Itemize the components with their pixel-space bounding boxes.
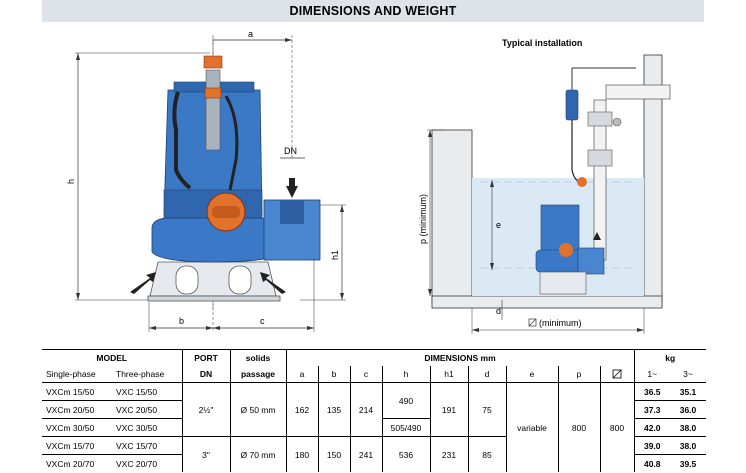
header-three-phase: Three-phase xyxy=(116,369,165,379)
cell-kg3: 36.0 xyxy=(679,404,697,415)
cell-three: VXC 30/50 xyxy=(116,422,158,433)
cell-b: 135 xyxy=(317,382,350,437)
dimensions-table: MODEL PORT solids DIMENSIONS mm kg Singl… xyxy=(42,349,706,472)
header-dn: DN xyxy=(181,366,230,383)
cell-a: 180 xyxy=(285,436,318,472)
cell-a: 162 xyxy=(285,382,318,437)
cell-kg1: 37.3 xyxy=(633,400,670,419)
cell-h1: 191 xyxy=(429,382,468,437)
header-p: p xyxy=(557,366,600,383)
cell-port: 3" xyxy=(181,436,230,472)
cell-b: 150 xyxy=(317,436,350,472)
dim-a-label: a xyxy=(248,29,253,39)
dim-p-label: p (minimum) xyxy=(418,194,428,244)
header-model: MODEL xyxy=(96,353,128,363)
installation-drawing: Typical installation p (minimum) xyxy=(418,38,671,334)
dim-e-label: e xyxy=(496,220,501,230)
cell-single: VXCm 15/50 xyxy=(46,386,95,397)
cell-single: VXCm 20/50 xyxy=(46,404,95,415)
header-port: PORT xyxy=(181,349,230,366)
square-icon xyxy=(528,318,537,327)
cell-h: 490 xyxy=(381,382,430,419)
cell-three: VXC 20/50 xyxy=(116,404,158,415)
cell-single: VXCm 15/70 xyxy=(46,440,95,451)
dim-dn-label: DN xyxy=(284,146,297,156)
cell-kg1: 40.8 xyxy=(633,454,670,472)
installation-title: Typical installation xyxy=(502,38,582,48)
pump-drawing: h a DN h1 b c xyxy=(66,29,346,332)
header-w1: 1~ xyxy=(633,366,670,383)
header-a: a xyxy=(285,366,318,383)
cell-three: VXC 20/70 xyxy=(116,458,158,469)
cell-h: 536 xyxy=(381,436,430,472)
section-title: DIMENSIONS AND WEIGHT xyxy=(289,4,457,18)
dim-h-label: h xyxy=(66,179,76,184)
cell-h: 505/490 xyxy=(381,418,430,437)
table-row: VXCm 15/50 VXC 15/50 2½" Ø 50 mm 162 135… xyxy=(42,382,706,472)
header-passage: passage xyxy=(229,366,286,383)
cell-h1: 231 xyxy=(429,436,468,472)
table-row: VXCm 20/70 VXC 20/70 40.8 39.5 xyxy=(42,454,706,472)
cell-p: 800 xyxy=(557,382,600,472)
cell-kg3: 35.1 xyxy=(679,386,697,397)
cell-kg1: 36.5 xyxy=(633,382,670,401)
cell-three: VXC 15/70 xyxy=(116,440,158,451)
cell-kg3: 38.0 xyxy=(679,422,697,433)
cell-kg1: 42.0 xyxy=(633,418,670,437)
cell-solids: Ø 50 mm xyxy=(229,382,286,437)
cell-single: VXCm 30/50 xyxy=(46,422,95,433)
cell-c: 214 xyxy=(349,382,382,437)
cell-e: variable xyxy=(505,382,558,472)
dim-c-label: c xyxy=(260,316,265,326)
cell-min: 800 xyxy=(599,382,634,472)
header-w3: 3~ xyxy=(683,369,693,379)
dim-min-label: (minimum) xyxy=(539,318,582,328)
header-min-icon-cell xyxy=(599,366,634,383)
header-dimensions: DIMENSIONS mm xyxy=(285,349,634,366)
header-e: e xyxy=(505,366,558,383)
cell-three: VXC 15/50 xyxy=(116,386,158,397)
header-h1: h1 xyxy=(429,366,468,383)
header-b: b xyxy=(317,366,350,383)
header-single-phase: Single-phase xyxy=(46,369,96,379)
header-solids: solids xyxy=(229,349,286,366)
header-h: h xyxy=(381,366,430,383)
header-c: c xyxy=(349,366,382,383)
dim-d-label: d xyxy=(496,306,501,316)
header-kg: kg xyxy=(633,349,706,366)
cell-single: VXCm 20/70 xyxy=(46,458,95,469)
cell-kg3: 39.5 xyxy=(679,458,697,469)
square-icon xyxy=(612,369,622,379)
cell-d: 85 xyxy=(467,436,506,472)
dim-h1-label: h1 xyxy=(330,250,340,260)
cell-d: 75 xyxy=(467,382,506,437)
table-row: VXCm 30/50 VXC 30/50 505/490 42.0 38.0 xyxy=(42,418,706,437)
section-banner: DIMENSIONS AND WEIGHT xyxy=(42,0,704,22)
cell-solids: Ø 70 mm xyxy=(229,436,286,472)
dim-b-label: b xyxy=(179,316,184,326)
cell-kg1: 39.0 xyxy=(633,436,670,455)
technical-drawing: h a DN h1 b c xyxy=(66,29,671,334)
cell-c: 241 xyxy=(349,436,382,472)
cell-kg3: 38.0 xyxy=(679,440,697,451)
header-d: d xyxy=(467,366,506,383)
cell-port: 2½" xyxy=(181,382,230,437)
table-row: VXCm 15/70 VXC 15/70 3" Ø 70 mm 180 150 … xyxy=(42,436,706,472)
